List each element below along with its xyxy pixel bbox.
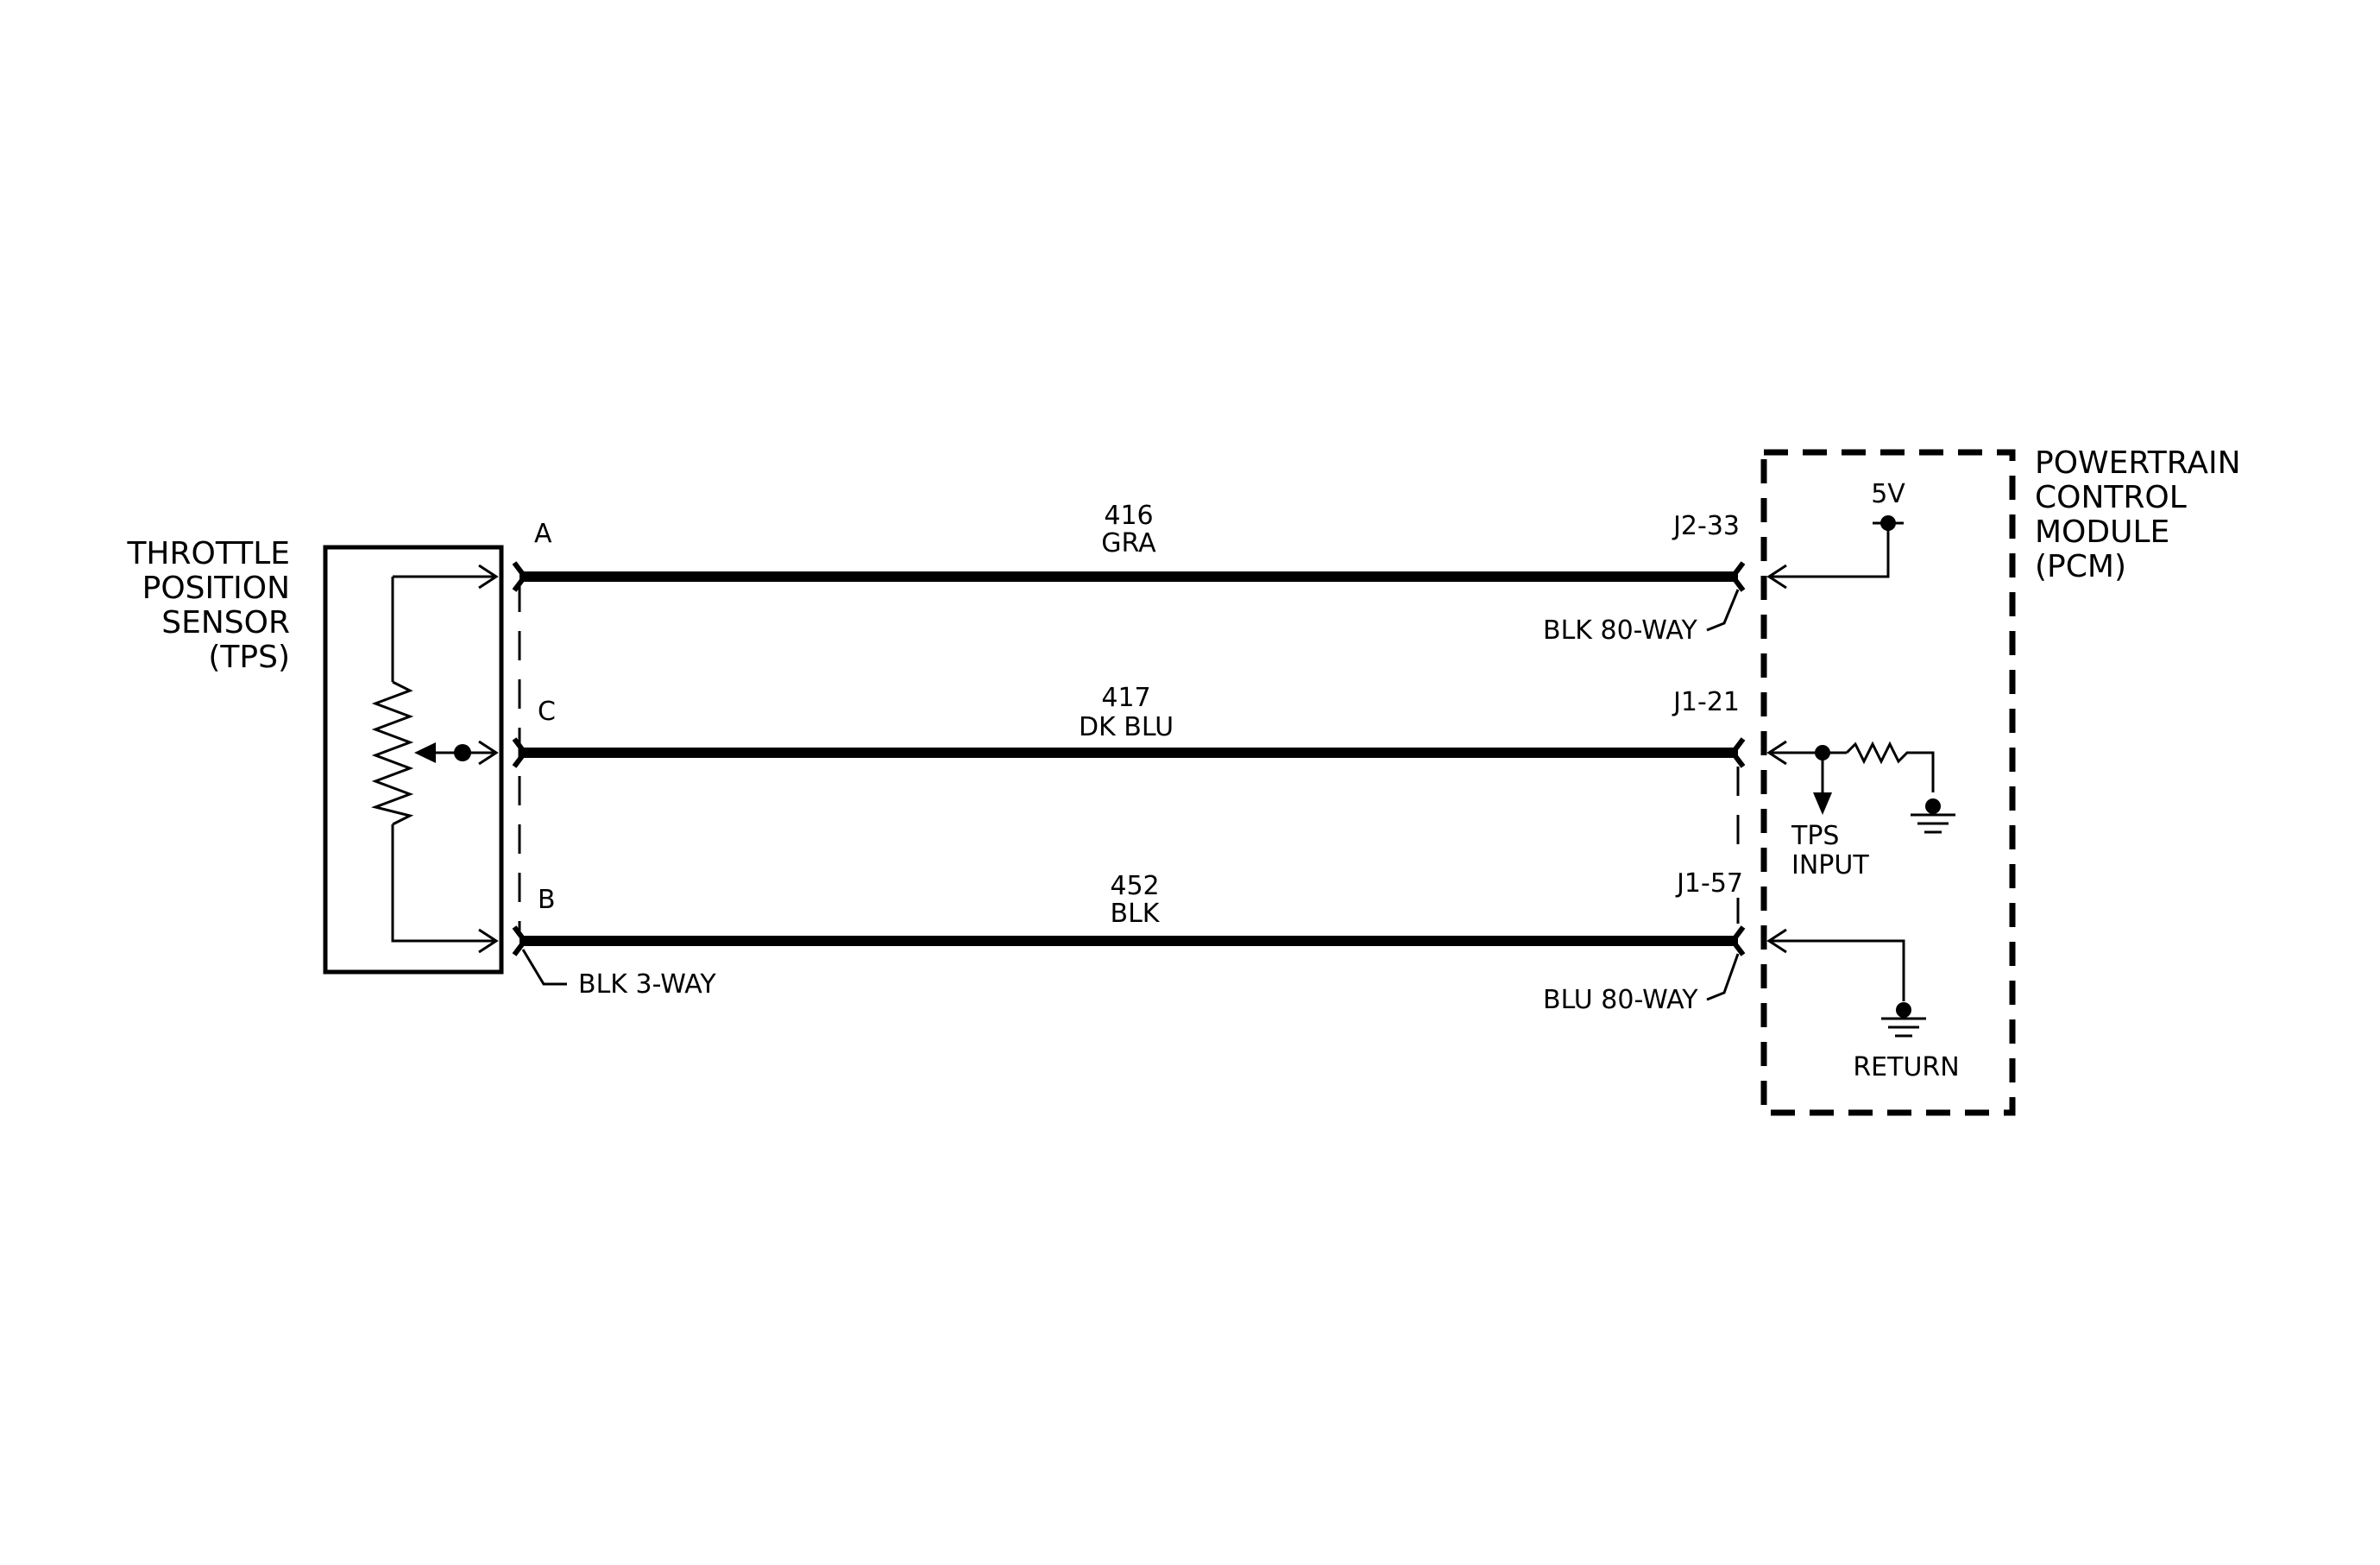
- wire-452-right-end: [1729, 925, 1746, 956]
- pin-b-label: B: [538, 885, 556, 915]
- tps-arrow-c: [478, 740, 499, 766]
- blu-80-way-label: BLU 80-WAY: [1543, 985, 1698, 1015]
- wire-417-right-end: [1729, 737, 1746, 768]
- circuit-c: C 417 DK BLU J1-21: [512, 683, 1746, 768]
- input-ground-dot: [1925, 798, 1941, 814]
- pcm-box: [1760, 449, 2016, 1116]
- tps-arrow-b: [478, 928, 499, 954]
- input-arrow-icon: [1813, 792, 1832, 815]
- tps-internal-b-lead: [391, 824, 494, 943]
- circuit-416-number: 416: [1104, 501, 1153, 531]
- circuit-416-color: GRA: [1101, 528, 1156, 558]
- wire-416-right-end: [1729, 561, 1746, 592]
- pcm-arrow-return: [1766, 928, 1787, 954]
- tps-connector: BLK 3-WAY: [518, 583, 716, 1000]
- wire-416-left-end: [512, 561, 528, 592]
- pcm-5v-trace: [1769, 523, 1890, 578]
- blk-80-way-label: BLK 80-WAY: [1543, 615, 1698, 646]
- tps-connector-leader: [521, 949, 567, 986]
- terminal-j1-57: J1-57: [1675, 868, 1743, 899]
- pcm-title-line-2: CONTROL: [2035, 480, 2187, 515]
- pcm-title-line-1: POWERTRAIN: [2035, 445, 2241, 481]
- pin-c-label: C: [538, 697, 556, 727]
- return-ground-icon: [1881, 1017, 1926, 1038]
- pcm-title-line-3: MODULE: [2035, 514, 2169, 550]
- wire-452-left-end: [512, 925, 528, 956]
- circuit-417-color: DK BLU: [1079, 712, 1174, 742]
- supply-dot: [1880, 515, 1896, 531]
- wiper-arrow-icon: [414, 742, 436, 763]
- pcm-module: 5V TPS INPUT RETURN POWERTRAIN CONTROL M…: [1760, 445, 2241, 1116]
- pcm-title-line-4: (PCM): [2035, 549, 2126, 584]
- tps-title-line-3: SENSOR: [161, 605, 290, 641]
- tps-connector-label: BLK 3-WAY: [578, 969, 716, 1000]
- pcm-return-trace: [1769, 939, 1905, 1001]
- input-label-line-2: INPUT: [1791, 850, 1869, 880]
- tps-title-line-2: POSITION: [142, 571, 290, 606]
- circuit-a: A 416 GRA J2-33: [512, 501, 1746, 592]
- input-ground-icon: [1911, 813, 1955, 834]
- pcm-arrow-5v: [1766, 564, 1787, 590]
- tps-title-line-1: THROTTLE: [126, 536, 290, 571]
- pullup-resistor-icon: [1845, 741, 1935, 792]
- wiper-junction-dot: [454, 744, 471, 761]
- blk-80-way-leader: [1706, 589, 1740, 632]
- input-label-line-1: TPS: [1791, 821, 1839, 851]
- circuit-452-number: 452: [1110, 871, 1159, 901]
- circuit-417-number: 417: [1101, 683, 1150, 713]
- circuit-b: B 452 BLK J1-57: [512, 868, 1746, 956]
- wire-417-left-end: [512, 737, 528, 768]
- tps-box: [323, 545, 504, 975]
- terminal-j1-21: J1-21: [1672, 687, 1740, 717]
- tps-title-line-4: (TPS): [208, 640, 290, 675]
- circuit-452-color: BLK: [1111, 899, 1161, 929]
- pin-a-label: A: [534, 519, 552, 549]
- tps-arrow-a: [478, 564, 499, 590]
- potentiometer-icon: [370, 680, 414, 826]
- return-ground-dot: [1896, 1002, 1911, 1018]
- pcm-connectors: BLK 80-WAY BLU 80-WAY: [1543, 589, 1740, 1015]
- tps-component: THROTTLE POSITION SENSOR (TPS): [126, 536, 504, 975]
- terminal-j2-33: J2-33: [1672, 511, 1740, 541]
- return-label: RETURN: [1853, 1052, 1959, 1082]
- supply-label: 5V: [1871, 479, 1905, 509]
- blu-80-way-leader: [1706, 953, 1740, 1001]
- pcm-arrow-input: [1766, 740, 1787, 766]
